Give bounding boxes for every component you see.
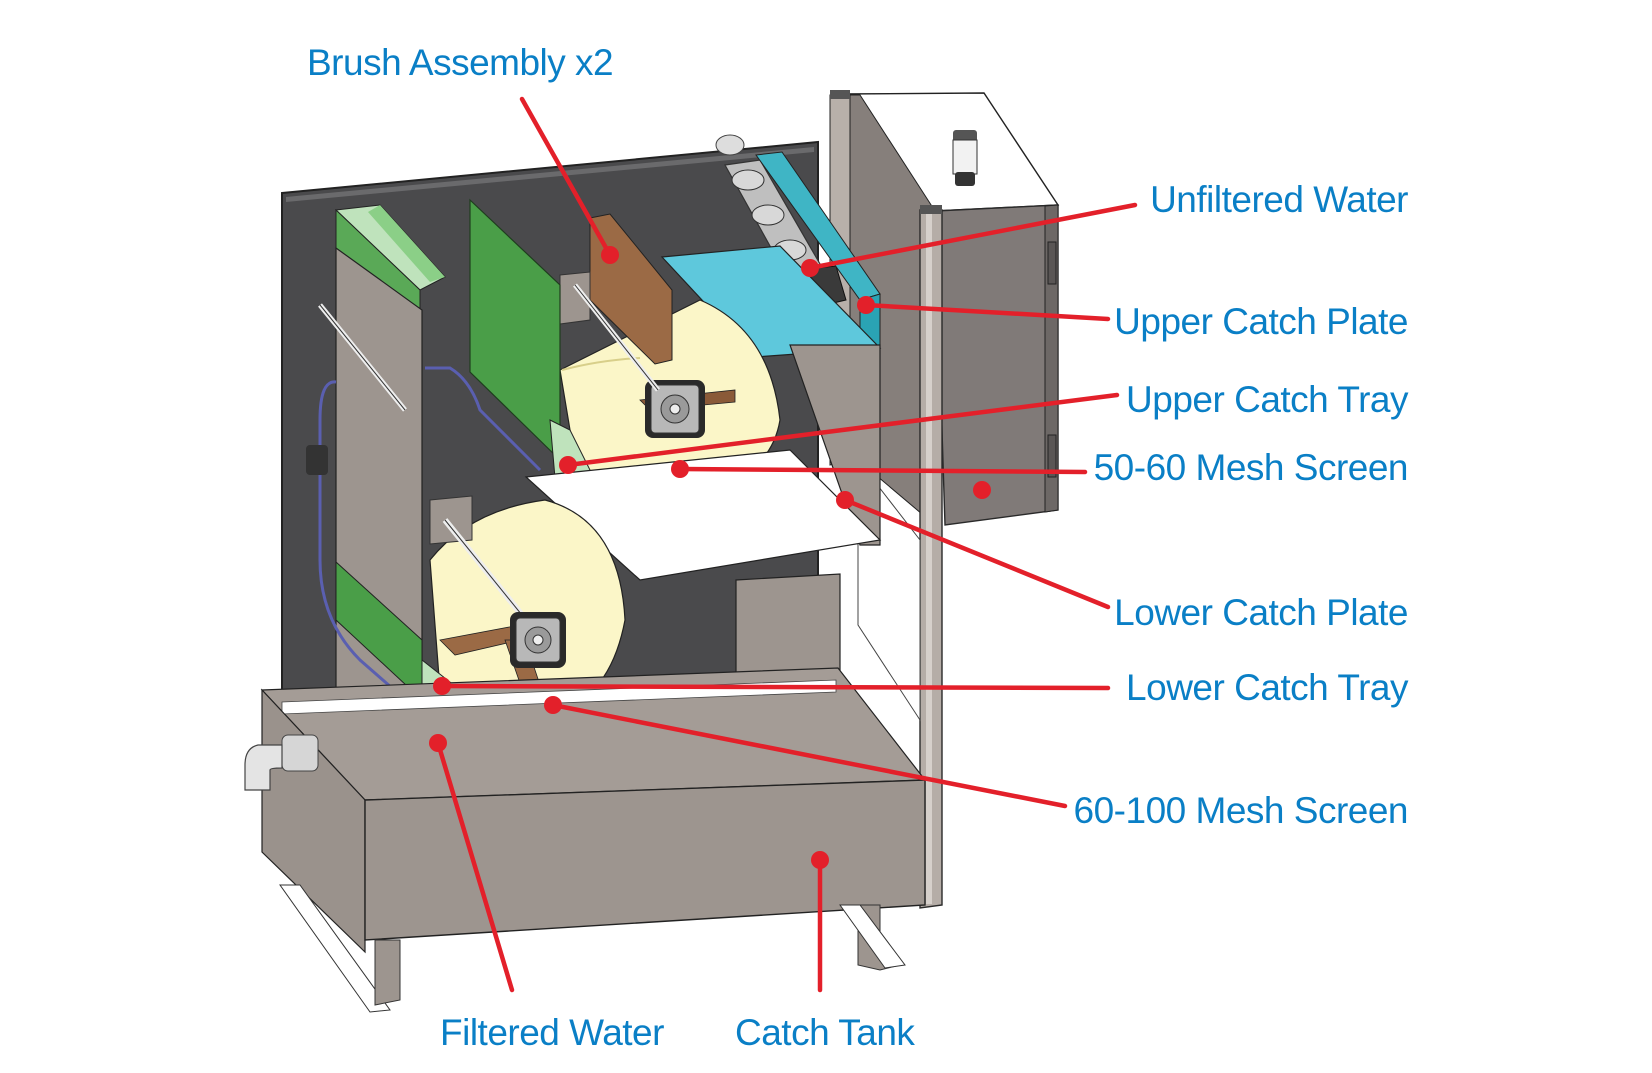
outlet-elbow-icon xyxy=(244,734,319,791)
lower-catch-plate-marker xyxy=(836,491,854,509)
lower-catch-tray-marker xyxy=(433,677,451,695)
labels: Brush Assembly x2 Unfiltered Water Upper… xyxy=(307,42,1409,1053)
unfiltered-water-marker xyxy=(801,259,819,277)
cabinet-marker xyxy=(973,481,991,499)
upper-bearing-icon xyxy=(645,380,705,438)
upper-catch-tray-marker xyxy=(559,456,577,474)
label-mesh-60-100: 60-100 Mesh Screen xyxy=(1074,790,1408,831)
filtered-water-marker xyxy=(429,734,447,752)
lower-bearing-icon xyxy=(510,612,566,668)
catch-tank-marker xyxy=(811,851,829,869)
mesh-60-100-marker xyxy=(544,696,562,714)
valve-icon xyxy=(306,445,328,475)
brush-assembly-marker xyxy=(601,246,619,264)
upper-catch-plate-marker xyxy=(857,296,875,314)
label-mesh-50-60: 50-60 Mesh Screen xyxy=(1094,447,1408,488)
stack-light-icon xyxy=(952,130,978,186)
label-filtered-water: Filtered Water xyxy=(440,1012,664,1053)
label-catch-tank: Catch Tank xyxy=(735,1012,915,1053)
label-unfiltered-water: Unfiltered Water xyxy=(1150,179,1408,220)
label-upper-catch-plate: Upper Catch Plate xyxy=(1114,301,1408,342)
catch-tank xyxy=(260,667,927,1013)
label-lower-catch-tray: Lower Catch Tray xyxy=(1126,667,1409,708)
lower-catch-plate xyxy=(524,344,882,683)
hoses xyxy=(318,366,542,697)
label-upper-catch-tray: Upper Catch Tray xyxy=(1126,379,1409,420)
label-lower-catch-plate: Lower Catch Plate xyxy=(1114,592,1408,633)
control-cabinet xyxy=(836,92,1060,526)
label-brush-assembly: Brush Assembly x2 xyxy=(307,42,613,83)
mesh-50-60-marker xyxy=(671,460,689,478)
leader-lines xyxy=(429,96,1138,993)
left-panel xyxy=(318,204,446,716)
